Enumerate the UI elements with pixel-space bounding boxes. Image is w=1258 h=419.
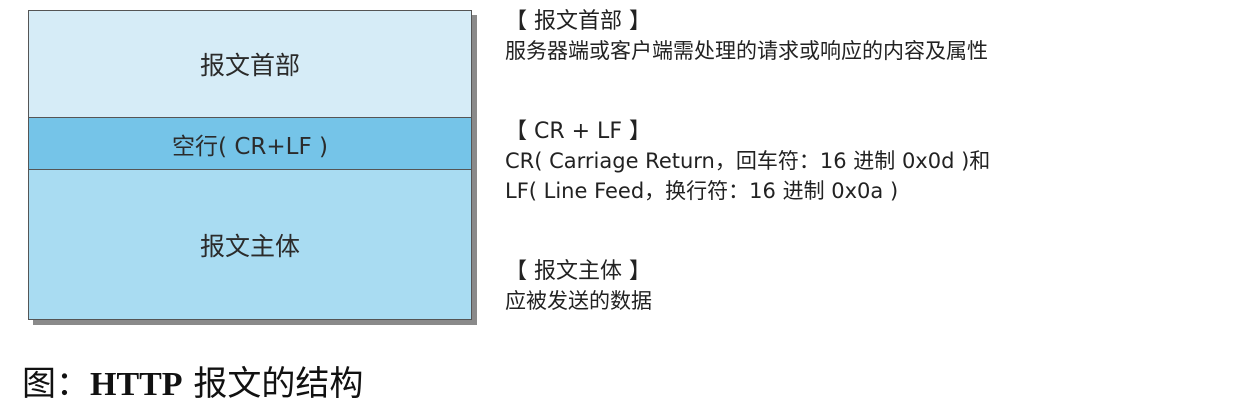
header-description-title: 【 报文首部 】	[505, 9, 651, 34]
crlf-block: 空行( CR+LF )	[29, 117, 471, 170]
caption-bold: HTTP	[90, 366, 183, 403]
message-body-block: 报文主体	[29, 170, 471, 319]
crlf-description-title: 【 CR + LF 】	[505, 119, 651, 144]
crlf-label: 空行( CR+LF )	[172, 133, 328, 160]
figure-caption: 图：HTTP 报文的结构	[22, 362, 363, 407]
caption-suffix: 报文的结构	[182, 364, 364, 404]
caption-prefix: 图：	[22, 364, 90, 404]
http-message-diagram: 报文首部 空行( CR+LF ) 报文主体	[28, 10, 472, 320]
message-header-block: 报文首部	[29, 11, 471, 117]
header-description: 【 报文首部 】 服务器端或客户端需处理的请求或响应的内容及属性	[505, 8, 1245, 66]
header-description-text: 服务器端或客户端需处理的请求或响应的内容及属性	[505, 39, 988, 63]
body-description: 【 报文主体 】 应被发送的数据	[505, 258, 1245, 316]
body-description-title: 【 报文主体 】	[505, 259, 651, 284]
message-header-label: 报文首部	[199, 51, 300, 80]
message-body-label: 报文主体	[199, 231, 300, 261]
crlf-description-line-1: CR( Carriage Return，回车符：16 进制 0x0d )和	[505, 149, 991, 173]
crlf-description-line-2: LF( Line Feed，换行符：16 进制 0x0a )	[505, 179, 899, 203]
body-description-text: 应被发送的数据	[505, 289, 652, 313]
crlf-description: 【 CR + LF 】 CR( Carriage Return，回车符：16 进…	[505, 118, 1245, 206]
